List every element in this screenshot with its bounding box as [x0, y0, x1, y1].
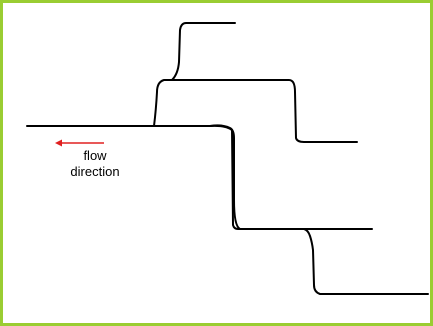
middle-step-profile — [153, 79, 358, 143]
upper-step-profile — [171, 22, 236, 81]
flow-label-line2: direction — [70, 164, 120, 179]
lower-step-dip — [209, 124, 373, 230]
flow-arrow-head — [55, 139, 62, 147]
flow-direction-label: flow direction — [60, 148, 130, 180]
flow-label-line1: flow — [83, 148, 107, 163]
